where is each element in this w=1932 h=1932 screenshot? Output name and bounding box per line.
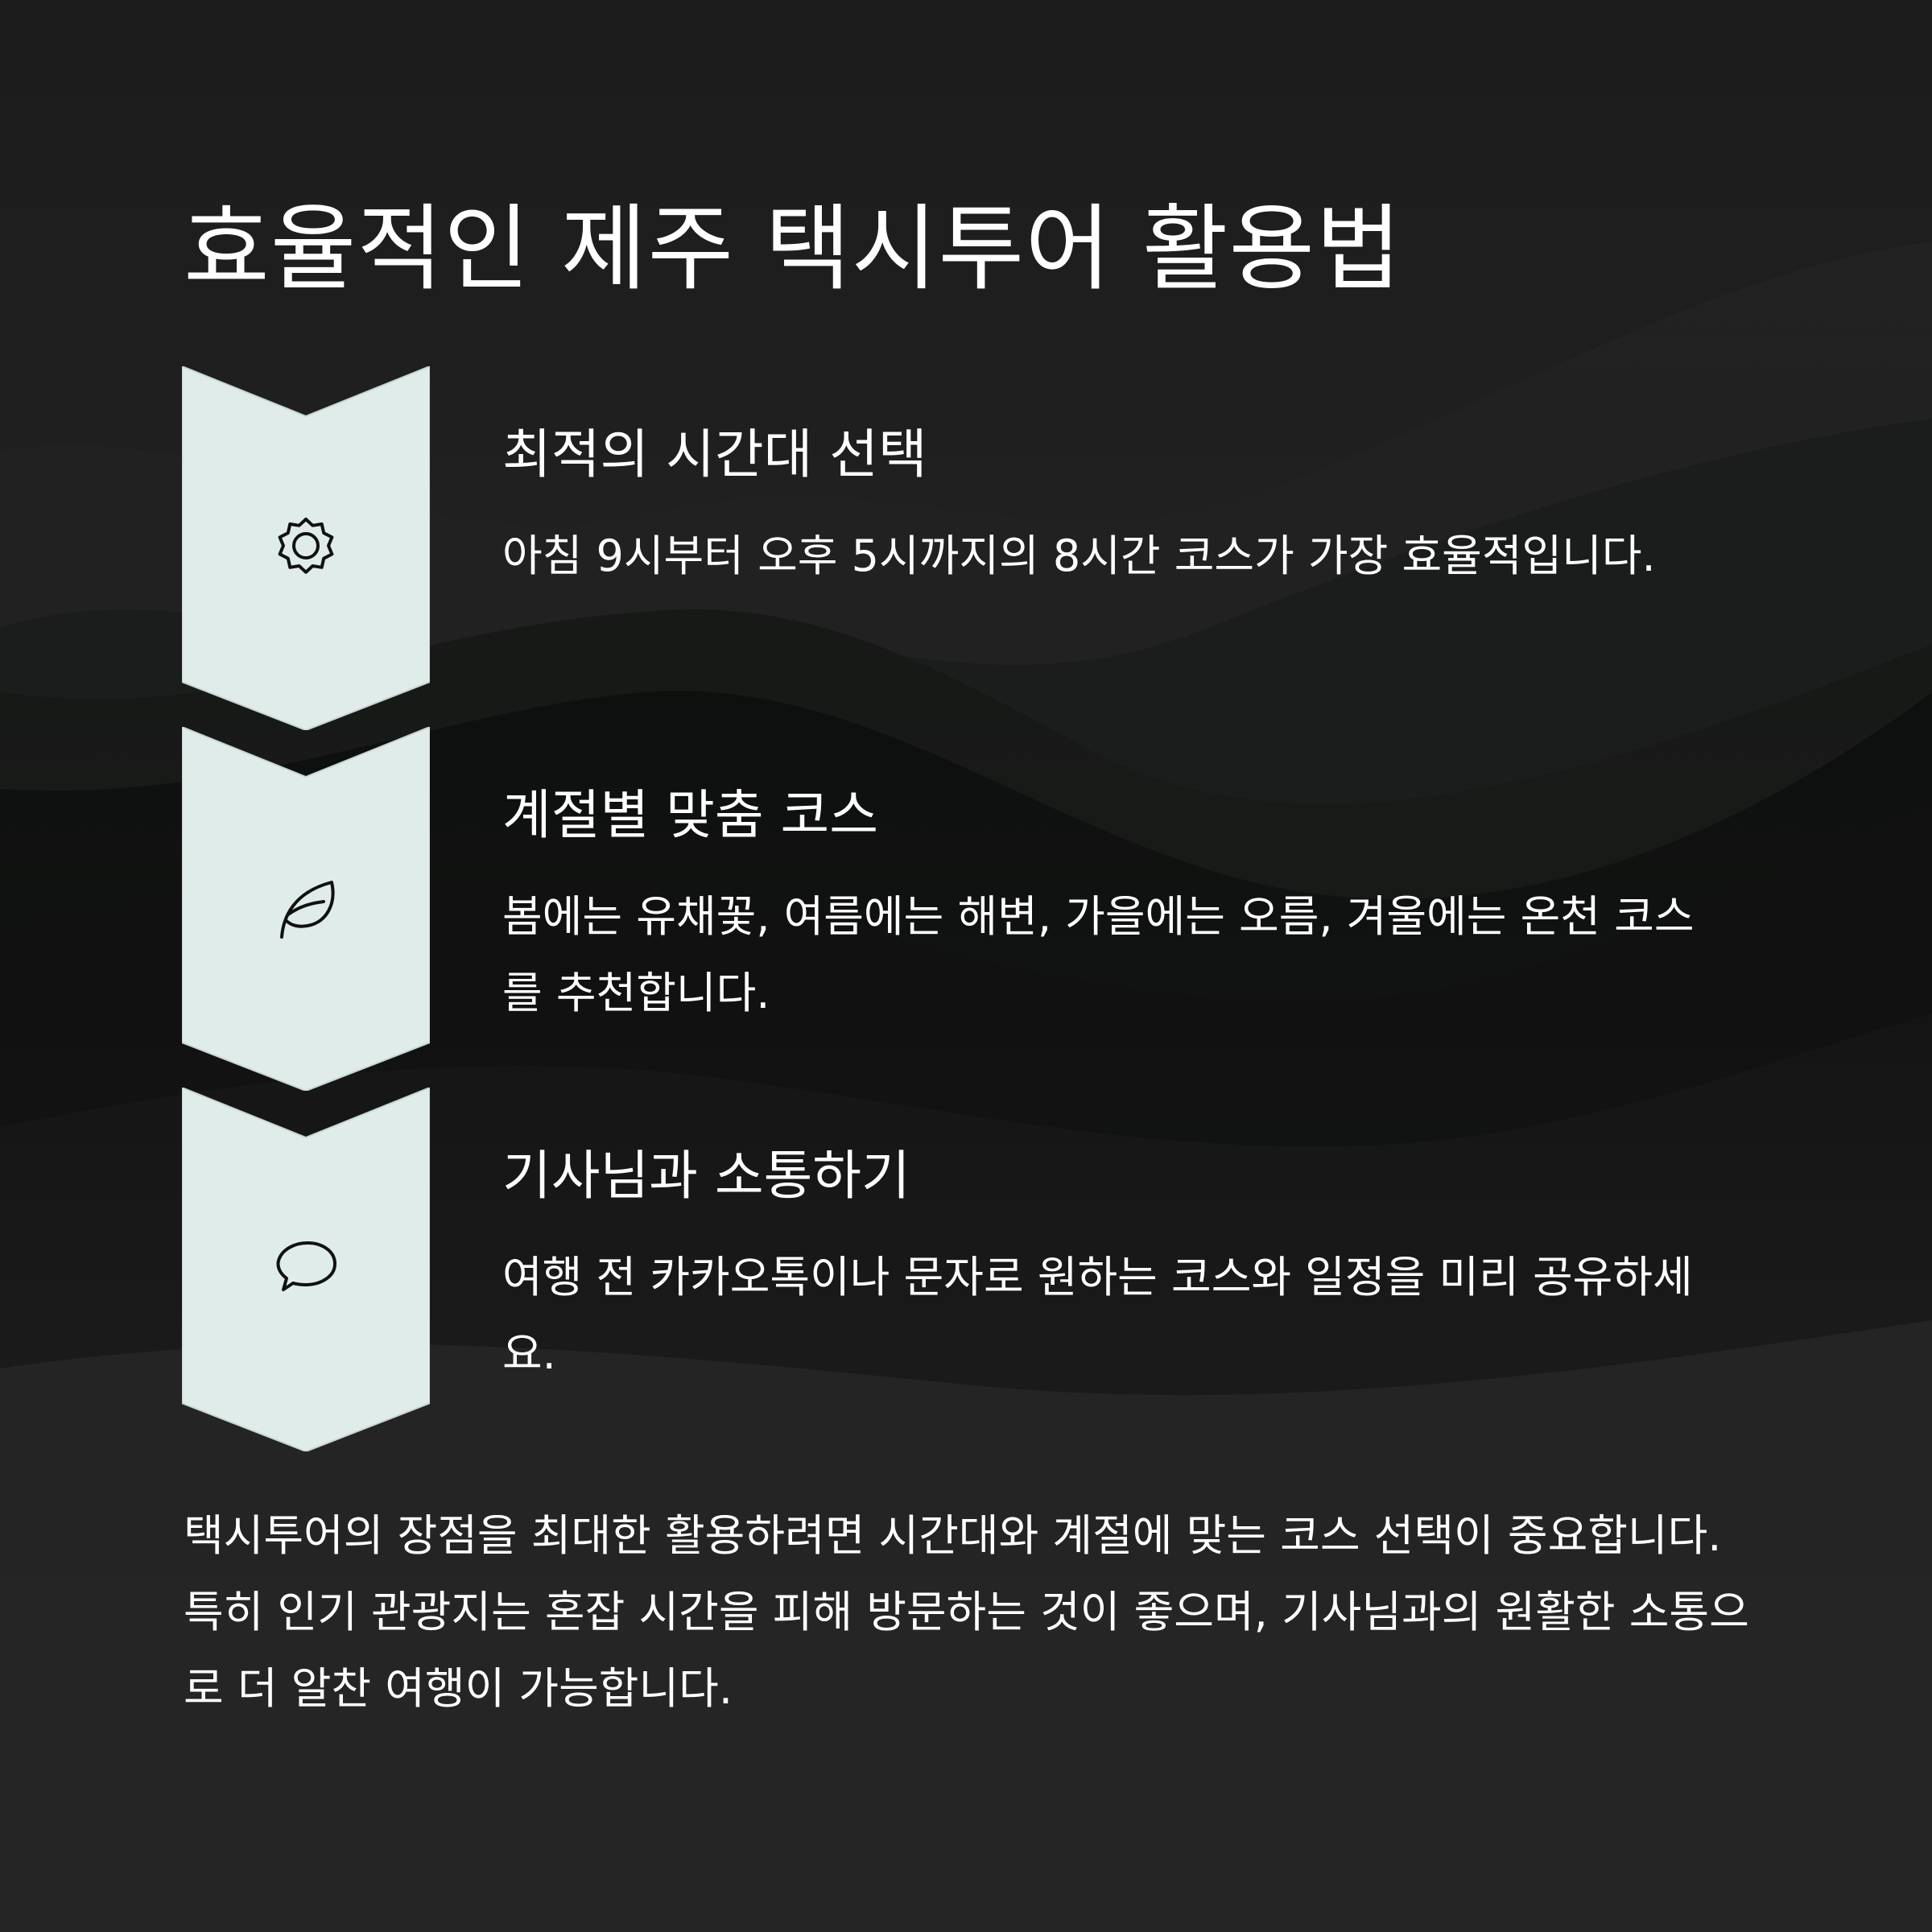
page-title: 효율적인 제주 택시투어 활용법: [184, 195, 1402, 303]
chat-bubble-icon: [267, 1228, 345, 1306]
chevron-marker: [182, 727, 430, 1091]
step-description: 아침 9시부터 오후 5시까지의 8시간 코스가 가장 효율적입니다.: [502, 530, 1656, 581]
step-description: 봄에는 유채꽃, 여름에는 해변, 가을에는 오름, 겨울에는 온천 코스를 추…: [502, 891, 1695, 1018]
chevron-marker: [182, 1088, 430, 1451]
chevron-marker: [182, 366, 430, 730]
sun-icon: [267, 507, 345, 584]
step-description: 여행 전 카카오톡이나 문자로 원하는 코스와 일정을 미리 공유하세요.: [502, 1252, 1693, 1379]
step-title: 계절별 맞춤 코스: [502, 784, 878, 846]
step-title: 최적의 시간대 선택: [502, 423, 927, 485]
leaf-icon: [267, 868, 345, 945]
summary-paragraph: 택시투어의 장점을 최대한 활용하려면 시간대와 계절에 맞는 코스 선택이 중…: [184, 1510, 1749, 1714]
step-title: 기사님과 소통하기: [502, 1145, 910, 1207]
